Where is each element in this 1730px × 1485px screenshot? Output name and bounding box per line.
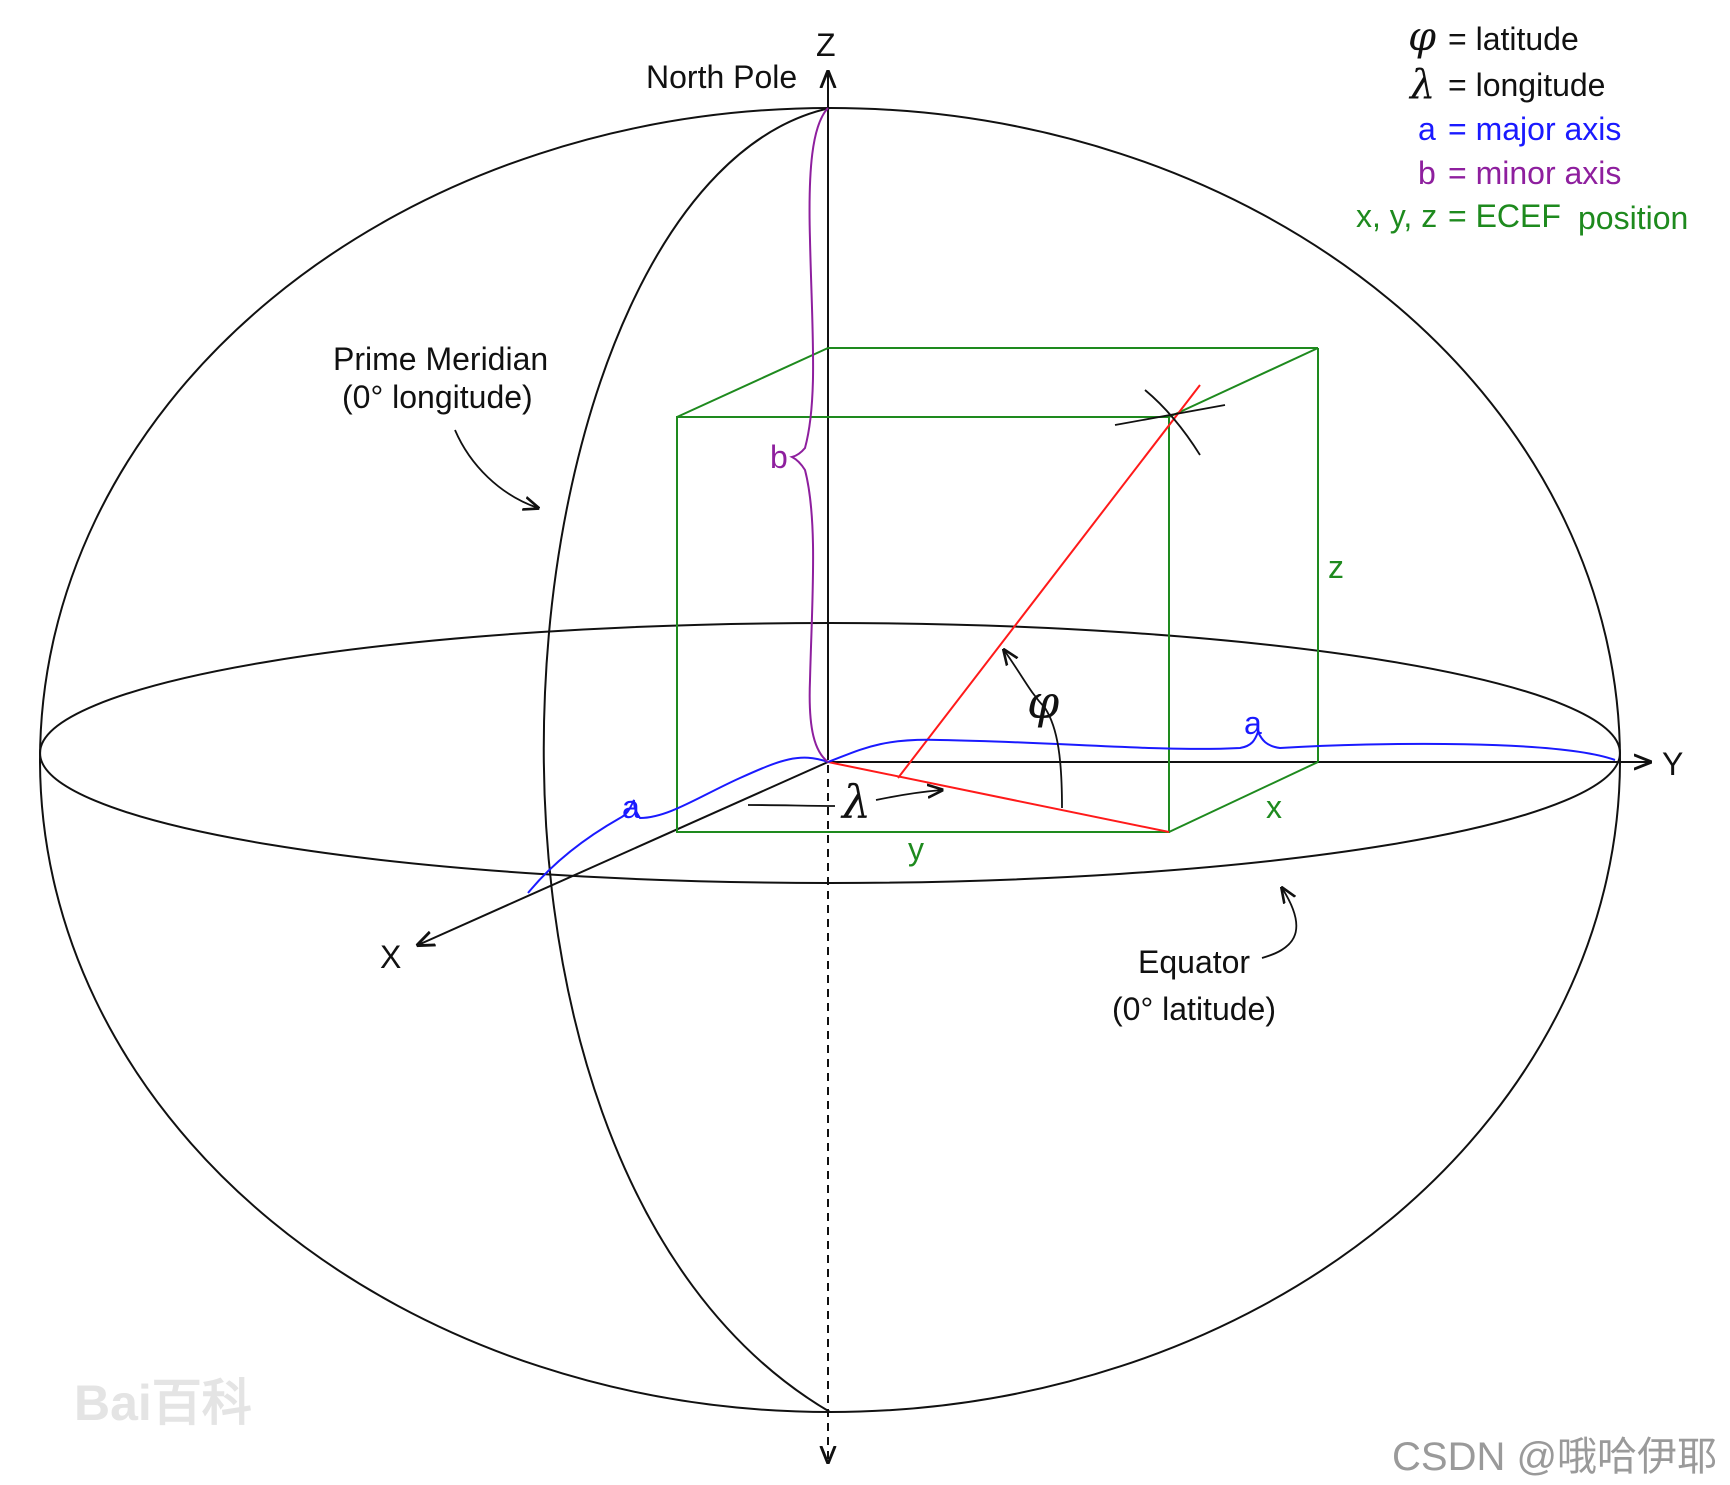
prime-meridian-pointer [454, 429, 538, 508]
ellipsoid-outline [39, 107, 1621, 1413]
legend-lambda-text: = longitude [1448, 67, 1605, 103]
ecef-box [676, 347, 1319, 833]
y-component-label: y [908, 831, 924, 867]
minor-axis-brace [789, 107, 829, 763]
major-axis-label-x: a [622, 789, 640, 825]
legend-b-symbol: b [1418, 155, 1436, 191]
legend-xyz-text: = ECEF [1448, 198, 1561, 234]
legend-a-text: = major axis [1448, 111, 1621, 147]
z-component-label: z [1328, 549, 1344, 585]
legend-b-text: = minor axis [1448, 155, 1621, 191]
major-axis-label-y: a [1244, 705, 1262, 741]
major-axis-brace-x [527, 756, 829, 894]
equator-sublabel: (0° latitude) [1112, 991, 1276, 1027]
normal-line [897, 384, 1201, 779]
x-axis [418, 761, 829, 945]
lambda-arc-right [875, 790, 942, 801]
x-component-label: x [1266, 789, 1282, 825]
legend-phi-text: = latitude [1448, 21, 1579, 57]
major-axis-brace-y [827, 729, 1616, 763]
prime-meridian-sublabel: (0° longitude) [342, 379, 533, 415]
equator-ellipse [39, 622, 1621, 884]
lambda-arc-left [747, 804, 836, 807]
legend: φ = latitude λ = longitude a = major axi… [1356, 14, 1688, 236]
equator-pointer [1261, 888, 1298, 959]
equator-label: Equator [1138, 944, 1250, 980]
legend-lambda-symbol: λ [1408, 62, 1435, 108]
baidu-watermark: Bai百科 [74, 1375, 252, 1431]
y-axis-label: Y [1662, 746, 1683, 782]
legend-phi-symbol: φ [1408, 14, 1436, 60]
lambda-projection-line [827, 761, 1170, 833]
north-pole-label: North Pole [646, 59, 797, 95]
phi-label: φ [1027, 675, 1060, 729]
x-axis-label: X [380, 939, 401, 975]
legend-xyz-symbol: x, y, z [1356, 198, 1437, 234]
legend-xyz-extra: position [1578, 200, 1688, 236]
prime-meridian-label: Prime Meridian [333, 341, 548, 377]
lambda-label: λ [840, 775, 871, 829]
legend-a-symbol: a [1418, 111, 1436, 147]
minor-axis-label: b [770, 439, 788, 475]
csdn-watermark: CSDN @哦哈伊耶 [1392, 1435, 1717, 1479]
z-axis-label: Z [816, 27, 836, 63]
position-marker [1114, 389, 1226, 456]
phi-arc [1004, 650, 1063, 809]
prime-meridian-curve [542, 107, 831, 1413]
